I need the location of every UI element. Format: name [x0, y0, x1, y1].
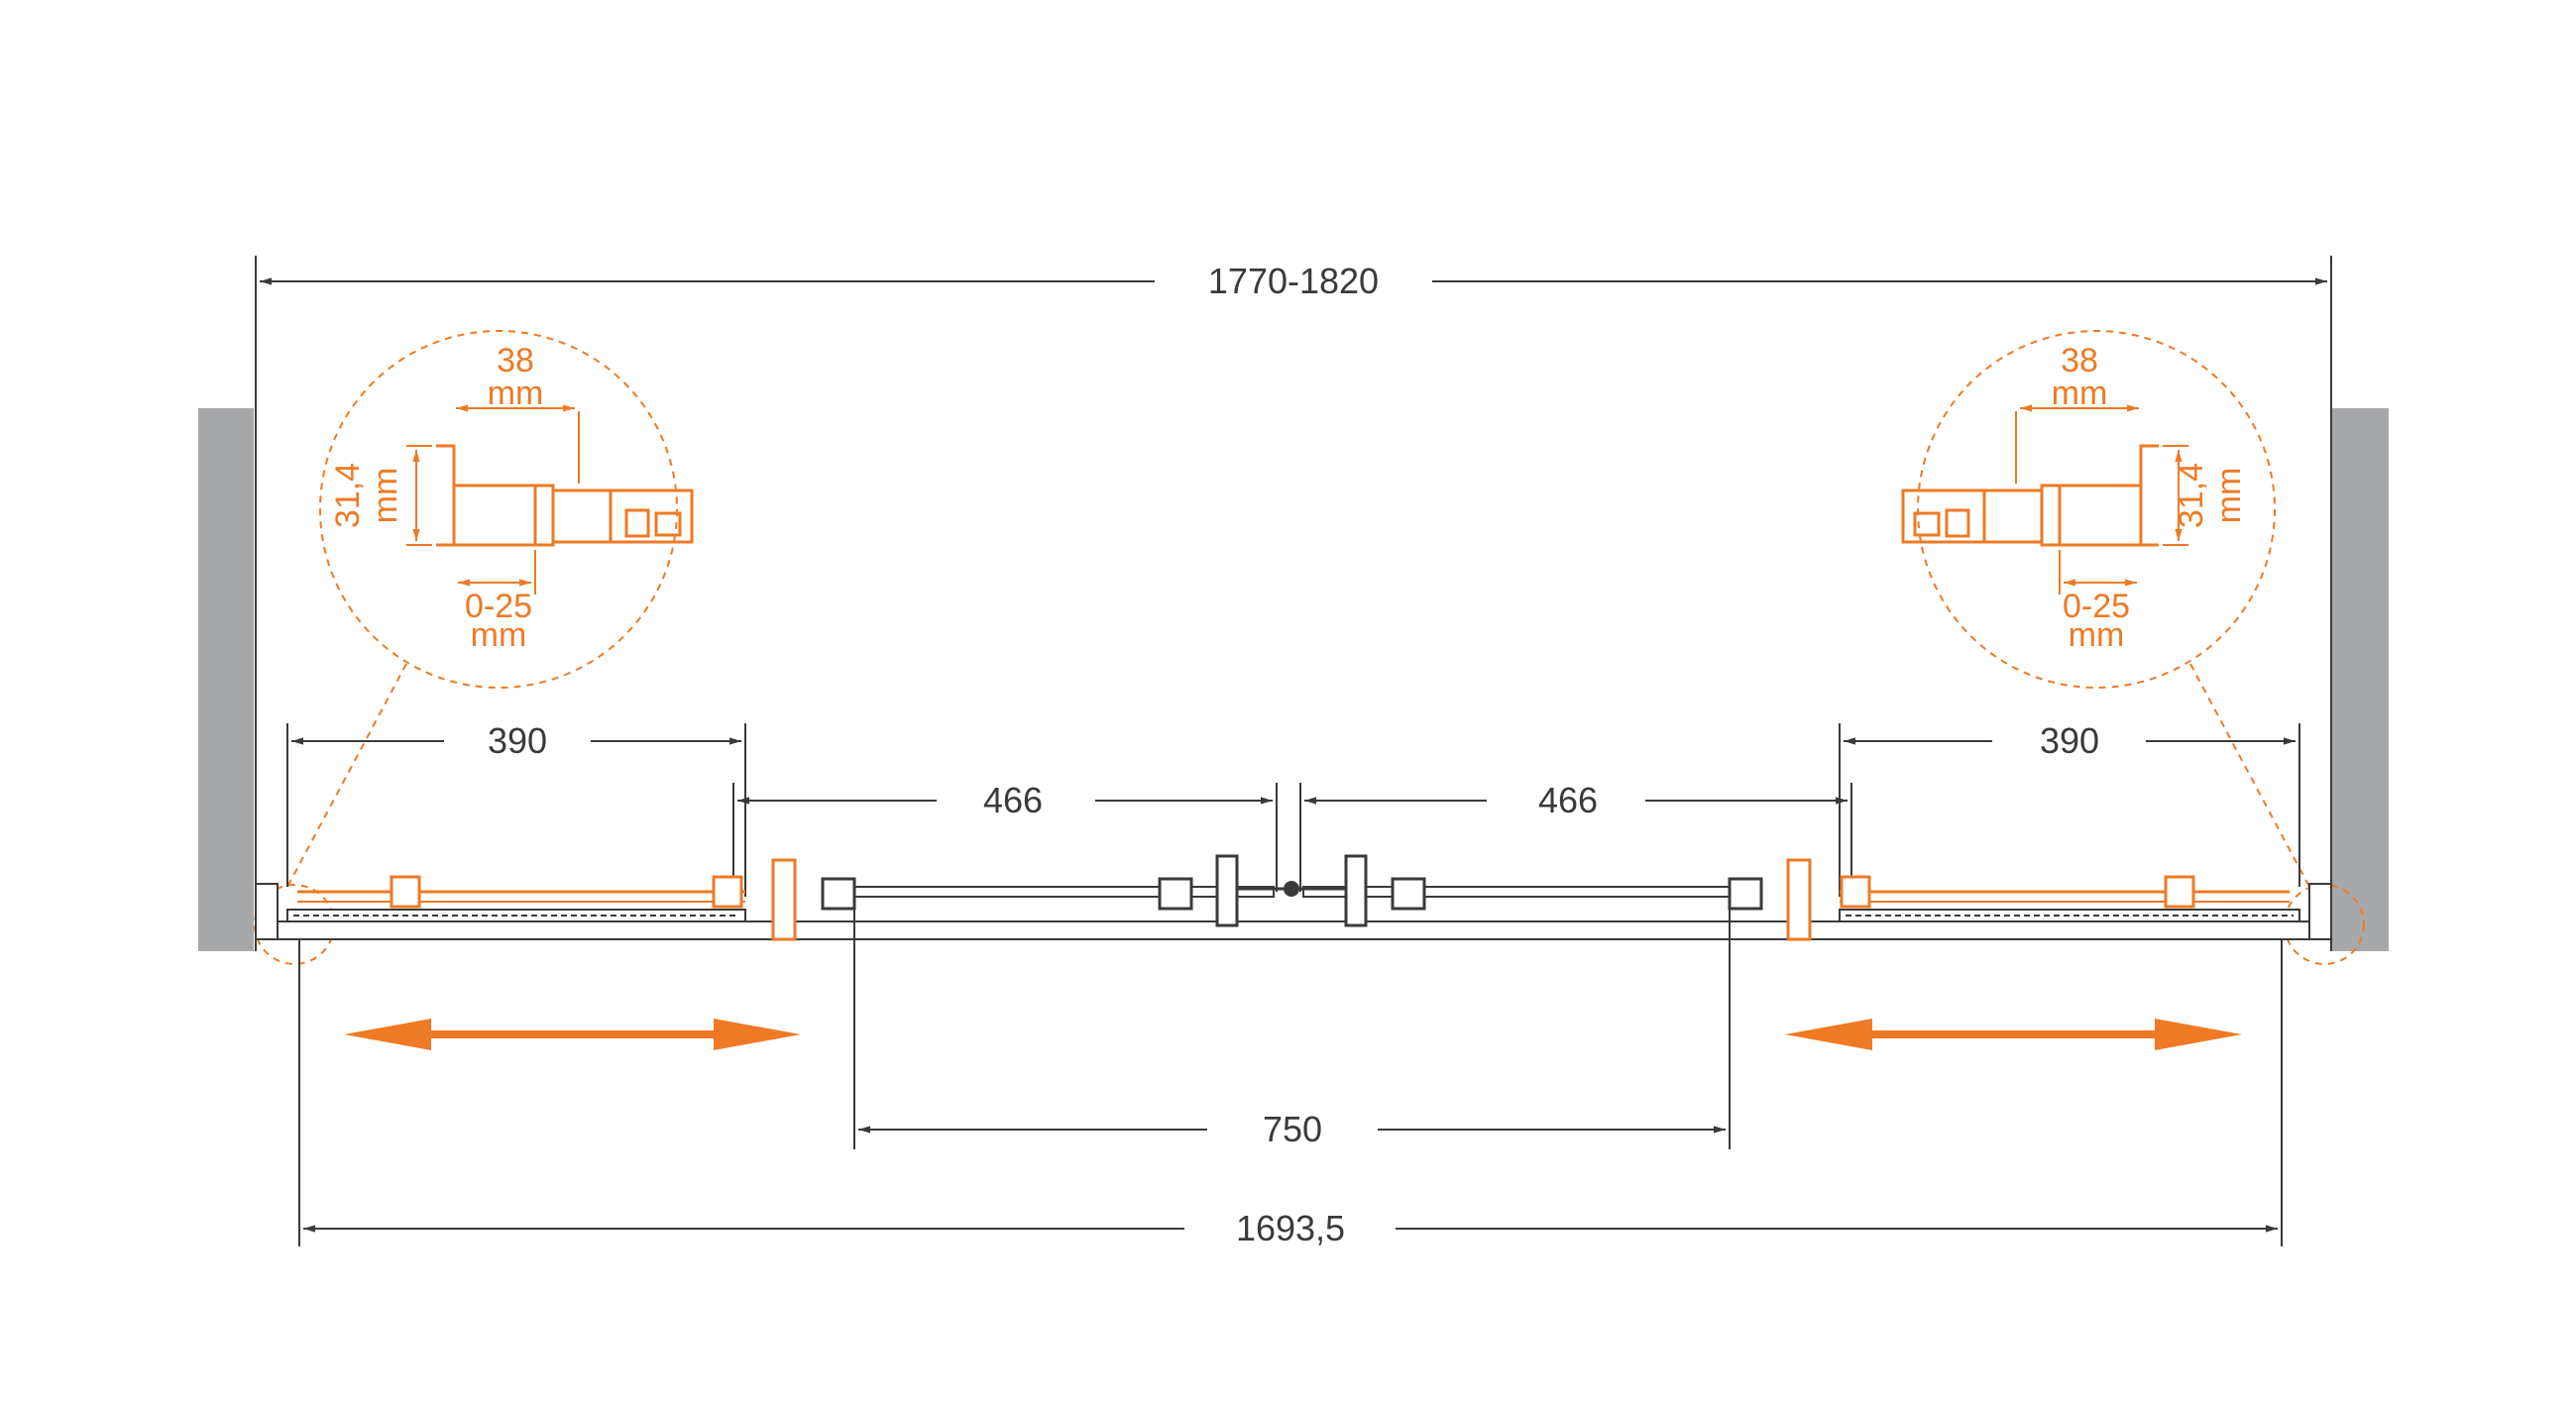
left-wall: [198, 408, 254, 951]
right-detail-adjustment-value: 0-25: [2063, 588, 2130, 625]
enclosure-plan: [255, 854, 2332, 941]
total-width-dimension: 1693,5: [1236, 1208, 1345, 1248]
right-detail-width-value: 38: [2061, 342, 2098, 379]
bottom-dimension-lines: [298, 910, 2283, 1246]
detail-callout-right: 38 mm 31,4 mm 0-25 mm: [1901, 330, 2365, 965]
entrance-width-dimension: 750: [1263, 1109, 1322, 1149]
right-detail-adjustment-unit: mm: [2069, 616, 2125, 654]
left-detail-adjustment-value: 0-25: [465, 588, 532, 625]
right-wall: [2331, 408, 2389, 951]
left-detail-depth-unit: mm: [367, 468, 404, 524]
overall-opening-dimension: [255, 256, 2332, 951]
right-detail-width-unit: mm: [2052, 375, 2108, 412]
panel-dimension-lines: [286, 723, 2300, 897]
left-panel-dimension: 390: [488, 720, 547, 761]
left-door-dimension: 466: [983, 780, 1043, 820]
left-detail-width-value: 38: [497, 342, 534, 379]
double-arrow-icon: [1785, 1019, 2242, 1050]
double-arrow-icon: [344, 1019, 801, 1050]
right-detail-depth-unit: mm: [2210, 468, 2248, 524]
right-detail-depth-value: 31,4: [2173, 463, 2210, 528]
left-detail-adjustment-unit: mm: [471, 616, 527, 654]
right-door-dimension: 466: [1538, 780, 1598, 820]
right-panel-dimension: 390: [2040, 720, 2099, 761]
overall-opening-label: 1770-1820: [1208, 261, 1379, 301]
left-detail-width-unit: mm: [488, 375, 544, 412]
detail-callout-left: 38 mm 31,4 mm 0-25 mm: [254, 330, 694, 965]
left-detail-depth-value: 31,4: [329, 463, 367, 528]
